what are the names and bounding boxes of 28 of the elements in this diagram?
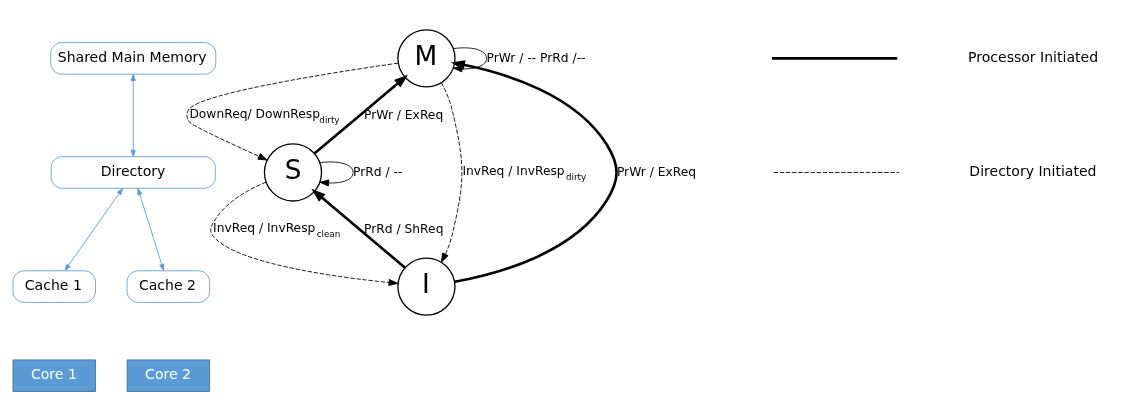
arrow bbox=[130, 73, 136, 157]
node-box: Core 2 bbox=[126, 358, 211, 392]
edge-label: DownReq/ DownResp$_{dirty}$ bbox=[189, 106, 340, 125]
node-circle: I bbox=[397, 256, 456, 316]
node-box: Cache 1 bbox=[12, 269, 96, 303]
arrow bbox=[440, 81, 463, 263]
edge-label: PrRd / ShReq bbox=[364, 221, 444, 236]
arrow bbox=[319, 161, 354, 186]
node-box: Shared Main Memory bbox=[50, 41, 217, 75]
node-box: Core 1 bbox=[12, 358, 96, 392]
arrow bbox=[313, 74, 409, 155]
edge-label: PrWr / ExReq bbox=[616, 164, 697, 179]
legend-label: Directory Initiated bbox=[969, 162, 1097, 179]
arrow bbox=[210, 181, 399, 286]
edge-label: InvReq / InvResp$_{clean}$ bbox=[213, 220, 341, 239]
node-box: Cache 2 bbox=[126, 269, 211, 303]
arrow bbox=[186, 62, 399, 160]
edge-label: PrWr / ExReq bbox=[364, 107, 444, 122]
arrow bbox=[137, 187, 165, 271]
node-box: Directory bbox=[50, 155, 216, 189]
arrow bbox=[64, 187, 123, 271]
edge-label: PrRd / -- bbox=[353, 164, 403, 179]
edge-label: InvReq / InvResp$_{dirty}$ bbox=[462, 163, 587, 182]
legend-label: Processor Initiated bbox=[968, 48, 1099, 65]
arrow bbox=[311, 188, 406, 269]
node-circle: M bbox=[397, 28, 456, 88]
node-circle: S bbox=[263, 142, 323, 202]
edge-label: PrWr / -- PrRd /-- bbox=[486, 50, 586, 65]
